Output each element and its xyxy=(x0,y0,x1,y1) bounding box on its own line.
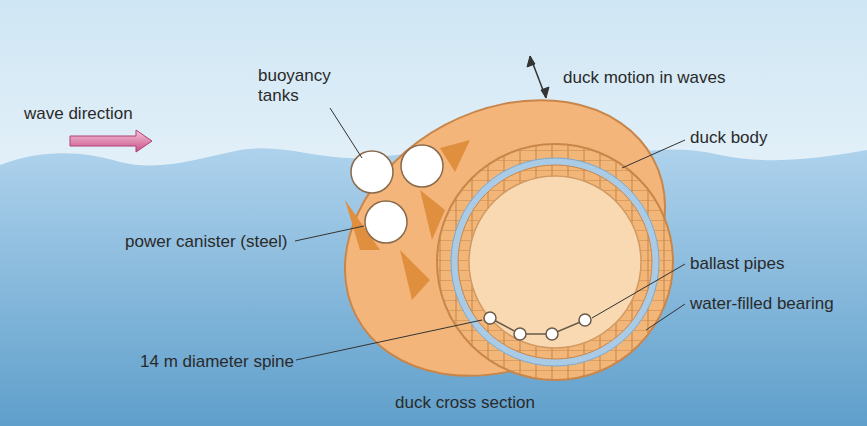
part-label: 14 m diameter spine xyxy=(140,352,294,372)
water-filled-bearing xyxy=(451,158,659,366)
ballast-pipe xyxy=(484,312,496,324)
part-label: power canister (steel) xyxy=(125,232,288,252)
motion-arrowhead xyxy=(527,56,549,98)
leader-lines xyxy=(295,108,685,360)
buoyancy-tank xyxy=(401,145,443,187)
motion-label: duck motion in waves xyxy=(563,68,726,88)
wave-label: wave direction xyxy=(24,104,133,124)
ballast-pipe xyxy=(514,328,526,340)
ballast-pipe xyxy=(546,328,558,340)
spine-shell xyxy=(458,165,652,359)
part-label: buoyancy tanks xyxy=(258,66,338,106)
ballast-link xyxy=(490,318,585,334)
bearing-housing xyxy=(437,144,673,380)
power-canister xyxy=(365,201,407,243)
ballast-pipe xyxy=(579,314,591,326)
spine xyxy=(469,176,641,348)
buoyancy-tank xyxy=(351,151,393,193)
caption-label: duck cross section xyxy=(395,393,535,413)
wave-arrow xyxy=(70,130,152,152)
duck-body xyxy=(297,46,714,426)
part-label: duck body xyxy=(690,128,768,148)
part-label: water-filled bearing xyxy=(690,294,834,314)
part-label: ballast pipes xyxy=(690,254,785,274)
